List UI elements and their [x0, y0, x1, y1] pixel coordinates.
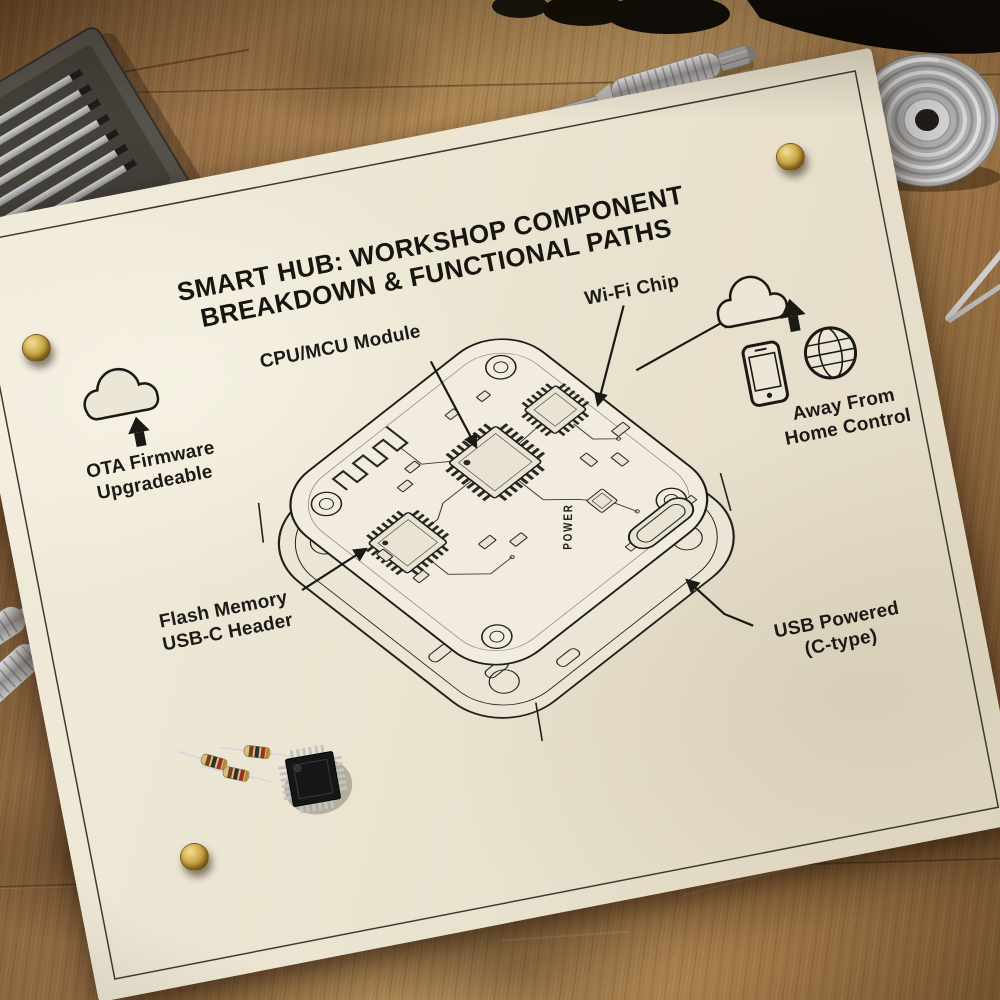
pcb-traces — [426, 423, 640, 575]
leader-wifi — [593, 305, 625, 407]
case-depth-edges — [257, 472, 732, 742]
arrow-up-icon — [128, 416, 150, 448]
brass-fastener — [776, 143, 805, 171]
passive-components — [376, 390, 631, 584]
hub-pcb: POWER — [289, 338, 709, 666]
pcb-antenna-trace — [331, 425, 409, 491]
power-silkscreen-text: POWER — [562, 503, 576, 550]
leader-flash — [301, 547, 368, 592]
leader-lines — [301, 305, 754, 627]
arrow-up-icon — [780, 298, 806, 333]
leader-to-cloud — [635, 315, 735, 372]
globe-icon — [804, 326, 858, 380]
driver-bits — [0, 68, 138, 242]
brass-fastener — [180, 843, 209, 871]
tweezers — [945, 250, 1000, 323]
cloud-icon — [716, 275, 788, 329]
paper-border-frame — [0, 70, 1000, 980]
hub-diagram: POWER — [0, 70, 1000, 980]
pcb-mounting-holes — [310, 354, 688, 649]
diagram-sheet: POWER — [0, 47, 1000, 1000]
wifi-chip — [521, 383, 590, 437]
smartphone-icon — [741, 340, 789, 407]
leader-usb — [685, 578, 754, 627]
leader-cpu — [429, 360, 478, 449]
cloud-icon — [83, 367, 160, 421]
brass-fastener — [22, 334, 51, 362]
usb-c-connector — [624, 494, 698, 552]
